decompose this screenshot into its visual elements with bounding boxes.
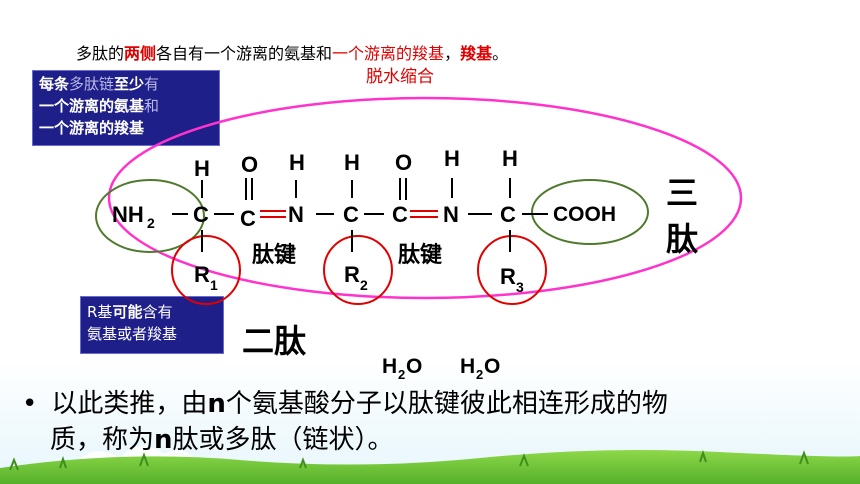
grass-blades bbox=[9, 449, 809, 471]
atom-h2: H bbox=[289, 150, 305, 175]
r2-label: R bbox=[344, 262, 360, 287]
bullet-line-2: 质，称为n肽或多肽（链状）。 bbox=[22, 422, 668, 458]
note-text: 氨基 bbox=[114, 97, 145, 115]
header-highlight: 一个游离的羧基 bbox=[332, 44, 445, 63]
note-text: 羧基 bbox=[114, 119, 145, 137]
note-text: 至少 bbox=[114, 75, 145, 93]
tripeptide-label-top: 三 bbox=[666, 174, 699, 212]
dipeptide-label: 二肽 bbox=[242, 322, 307, 360]
note-text: 游离的 bbox=[69, 119, 115, 137]
atom-c1: C bbox=[193, 202, 209, 227]
note-row: 每条多肽链至少有 bbox=[39, 73, 213, 95]
r3-label: R bbox=[500, 264, 516, 289]
water-1-o: O bbox=[406, 355, 422, 378]
note-text: 游离的 bbox=[69, 97, 115, 115]
atom-c3: C bbox=[343, 202, 359, 227]
note-row: 一个游离的羧基 bbox=[39, 117, 213, 139]
water-2-sub: 2 bbox=[476, 367, 483, 382]
grass-strip bbox=[0, 450, 860, 484]
tripeptide-label-bottom: 肽 bbox=[666, 220, 699, 258]
note-row: R基可能含有 bbox=[87, 301, 217, 323]
water-2-h: H bbox=[460, 355, 475, 378]
note-row: 一个游离的氨基和 bbox=[39, 95, 213, 117]
r2-circle bbox=[323, 235, 393, 305]
r3-circle bbox=[477, 235, 547, 305]
header-text: 各自有一个游离的氨基和 bbox=[156, 44, 333, 63]
r2-sub: 2 bbox=[360, 277, 368, 293]
note-text: 含有 bbox=[142, 303, 173, 321]
note-text: 和 bbox=[144, 97, 160, 115]
bullet-line-1: • 以此类推，由n个氨基酸分子以肽键彼此相连形成的物 bbox=[22, 386, 668, 422]
note-box-top: 每条多肽链至少有 一个游离的氨基和 一个游离的羧基 bbox=[32, 70, 220, 146]
header-line: 多肽的两侧各自有一个游离的氨基和一个游离的羧基，羧基。 bbox=[76, 40, 508, 64]
r1-sub: 1 bbox=[210, 277, 218, 293]
header-text: 。 bbox=[492, 44, 509, 63]
amino-group-circle bbox=[95, 179, 205, 253]
water-2-o: O bbox=[484, 355, 500, 378]
r1-label: R bbox=[194, 262, 210, 287]
atom-h4: H bbox=[444, 146, 460, 171]
note-text: 多肽链 bbox=[69, 75, 115, 93]
atom-n2: N bbox=[443, 202, 459, 227]
atom-c2: C bbox=[240, 206, 256, 231]
water-1-h: H bbox=[382, 355, 397, 378]
note-text: 可能 bbox=[112, 303, 143, 321]
vertical-bonds bbox=[201, 178, 511, 252]
atom-c4: C bbox=[392, 202, 408, 227]
note-text: 每条 bbox=[39, 75, 70, 93]
header-highlight: 两侧 bbox=[124, 44, 157, 63]
atom-h3: H bbox=[344, 150, 360, 175]
tripeptide-ellipse bbox=[107, 96, 743, 300]
subtitle-dehydration: 脱水缩合 bbox=[366, 67, 434, 87]
note-text: 一个 bbox=[39, 119, 70, 137]
peptide-bond-marks bbox=[260, 210, 438, 218]
bullet-mark: • bbox=[22, 389, 38, 419]
header-text: ， bbox=[444, 44, 461, 63]
bullet-n: n bbox=[154, 425, 173, 455]
note-text: 氨基或者羧基 bbox=[87, 325, 178, 343]
header-highlight: 羧基 bbox=[460, 44, 493, 63]
atom-h1: H bbox=[194, 156, 210, 181]
note-row: 氨基或者羧基 bbox=[87, 323, 217, 345]
bullet-paragraph: •以此类推，由n个氨基酸分子以肽键彼此相连形成的物 质，称为n肽或多肽（链状）。 bbox=[22, 386, 668, 458]
atom-o1: O bbox=[241, 152, 258, 177]
atom-nh2-sub: 2 bbox=[147, 215, 155, 231]
bullet-text: 质，称为 bbox=[50, 425, 155, 455]
atom-n1: N bbox=[288, 202, 304, 227]
note-text: 有 bbox=[144, 75, 160, 93]
note-text: 一个 bbox=[39, 97, 70, 115]
atom-nh2: NH bbox=[112, 202, 144, 227]
atom-cooh: COOH bbox=[553, 203, 616, 226]
atom-c5: C bbox=[500, 202, 516, 227]
header-text: 多肽的 bbox=[76, 44, 125, 63]
bullet-n: n bbox=[207, 389, 226, 419]
peptide-bond-label-1: 肽键 bbox=[252, 242, 296, 267]
bullet-text: 以此类推，由 bbox=[51, 389, 208, 419]
bullet-text: 个氨基酸分子以肽键彼此相连形成的物 bbox=[225, 389, 668, 419]
note-box-bottom: R基可能含有 氨基或者羧基 bbox=[80, 296, 224, 354]
r3-sub: 3 bbox=[516, 279, 524, 295]
bullet-text: 肽或多肽（链状）。 bbox=[172, 425, 394, 455]
peptide-bond-label-2: 肽键 bbox=[398, 242, 442, 267]
atom-o2: O bbox=[395, 150, 412, 175]
r1-circle bbox=[171, 235, 241, 305]
atom-h5: H bbox=[502, 146, 518, 171]
water-1-sub: 2 bbox=[398, 367, 405, 382]
carboxyl-group-circle bbox=[531, 179, 649, 245]
note-text: R基 bbox=[87, 303, 113, 321]
